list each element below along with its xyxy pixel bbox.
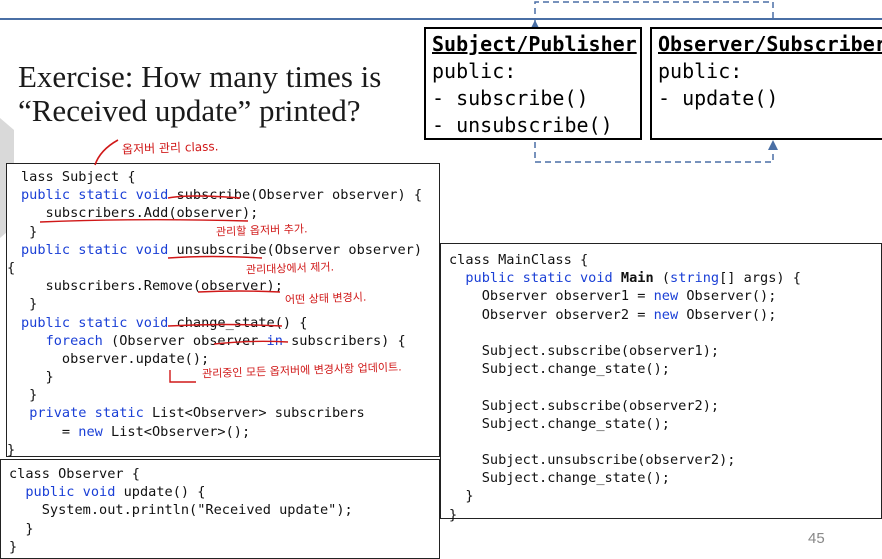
code-line: class Observer { (9, 466, 140, 482)
code-line: foreach (Observer observer in subscriber… (45, 332, 406, 349)
annotation-add-note: 관리할 옵저버 추가. (215, 222, 308, 239)
code-line: Subject.change_state(); (449, 470, 670, 487)
code-keyword: private static (29, 405, 144, 422)
code-line: public static void change_state() { (21, 314, 308, 331)
code-keyword: in (266, 332, 283, 349)
code-line: Observer observer2 = new Observer(); (449, 306, 777, 323)
observer-box-line: public: (658, 59, 743, 83)
code-line: { (7, 259, 16, 276)
code-line: } (21, 296, 38, 313)
code-line: } (449, 506, 458, 523)
code-keyword: string (670, 270, 720, 287)
observer-subscriber-box: Observer/Subscriber public: - update() (650, 27, 882, 140)
code-line: Subject.unsubscribe(observer2); (449, 452, 736, 469)
code-line: observer.update(); (21, 350, 210, 367)
code-keyword: public static void (21, 241, 169, 258)
annotation-remove-note: 관리대상에서 제거. (245, 260, 335, 277)
code-line: public static void unsubscribe(Observer … (21, 241, 423, 258)
subject-box-header: Subject/Publisher (432, 32, 637, 56)
code-keyword: public void (25, 484, 116, 501)
code-keyword: new (78, 423, 103, 440)
annotation-state-note: 어떤 상태 변경시. (284, 290, 367, 307)
observer-box-header: Observer/Subscriber (658, 32, 882, 56)
code-line: } (7, 441, 16, 458)
code-line: } (449, 488, 474, 505)
top-rule (0, 18, 882, 20)
underline-add (39, 219, 249, 223)
code-line: subscribers.Add(observer); (21, 205, 259, 222)
annotation-class-note: 옵저버 관리 class. (121, 139, 219, 157)
code-keyword: new (653, 306, 679, 323)
code-keyword: public static void (21, 314, 169, 331)
code-line: Subject.subscribe(observer2); (449, 397, 720, 414)
code-line: public void update() { (25, 484, 206, 501)
subject-box-line: public: (432, 59, 517, 83)
strike-observer (213, 340, 289, 345)
subject-code-block: lass Subject { public static void subscr… (6, 163, 440, 458)
code-line: } (21, 387, 38, 404)
code-line: lass Subject { (21, 169, 136, 185)
underline-change-state (167, 323, 283, 327)
underline-unsubscribe (167, 255, 263, 259)
arrow-head-up-right (768, 140, 778, 150)
code-line: Subject.change_state(); (449, 415, 670, 432)
page-number: 45 (808, 530, 825, 547)
code-line: } (9, 520, 34, 537)
main-code-block: class MainClass { public static void Mai… (440, 243, 882, 523)
subject-box-line: - subscribe() (432, 86, 589, 110)
code-line: Subject.subscribe(observer1); (449, 342, 720, 359)
code-line: public static void Main (string[] args) … (465, 270, 801, 287)
slide-title: Exercise: How many times is “Received up… (18, 60, 381, 128)
code-line: private static List<Observer> subscriber… (29, 405, 365, 422)
observer-box-line: - update() (658, 86, 779, 110)
code-line: System.out.println("Received update"); (9, 502, 353, 519)
code-keyword: new (653, 288, 679, 305)
underline-remove (197, 290, 281, 293)
code-line: } (9, 538, 18, 555)
code-line: } (21, 223, 38, 240)
code-line: } (21, 369, 54, 386)
code-line: Subject.change_state(); (449, 361, 670, 378)
code-keyword: public static void (465, 270, 613, 287)
code-line: subscribers.Remove(observer); (21, 278, 283, 295)
code-keyword: public static void (21, 187, 169, 204)
code-line: = new List<Observer>(); (21, 423, 251, 440)
code-line: public static void subscribe(Observer ob… (21, 187, 423, 204)
code-line: class MainClass { (449, 252, 589, 268)
subject-publisher-box: Subject/Publisher public: - subscribe() … (424, 27, 642, 140)
code-keyword: foreach (45, 332, 103, 349)
subject-box-line: - unsubscribe() (432, 113, 613, 137)
observer-code-block: class Observer { public void update() { … (0, 459, 440, 559)
annot-bracket (169, 370, 196, 383)
title-line-2: “Received update” printed? (18, 93, 361, 128)
code-line: Observer observer1 = new Observer(); (449, 288, 777, 305)
title-line-1: Exercise: How many times is (18, 59, 382, 94)
annot-hook (94, 139, 119, 166)
underline-subscribe (167, 195, 241, 199)
